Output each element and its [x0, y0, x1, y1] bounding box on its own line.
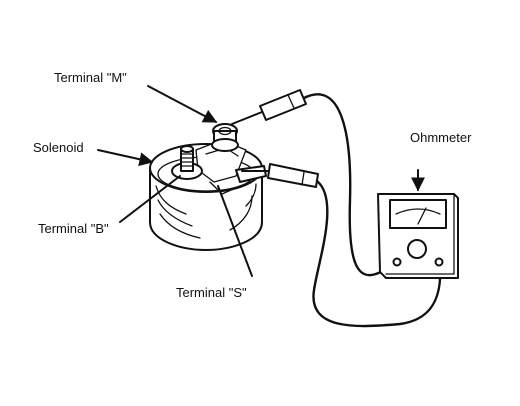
solenoid-body [149, 139, 263, 251]
arrow-solenoid [97, 149, 154, 167]
label-terminal-b: Terminal "B" [38, 221, 109, 236]
ohmmeter-jack-left [392, 257, 402, 267]
label-terminal-m: Terminal "M" [54, 70, 127, 85]
arrow-terminal-s [217, 185, 253, 277]
test-lead-upper [302, 93, 397, 277]
arrow-terminal-m [147, 85, 218, 123]
probe-terminal-m [231, 89, 307, 125]
terminal-b-stud [171, 145, 203, 180]
label-terminal-s: Terminal "S" [176, 285, 247, 300]
label-ohmmeter: Ohmmeter [410, 130, 472, 145]
label-solenoid: Solenoid [33, 140, 84, 155]
ohmmeter-jack-right [434, 257, 444, 267]
arrow-terminal-b [119, 175, 181, 223]
test-lead-lower [312, 179, 442, 328]
terminal-m-stud [211, 123, 239, 152]
probe-terminal-s [241, 163, 319, 188]
ohmmeter-device [377, 193, 459, 279]
